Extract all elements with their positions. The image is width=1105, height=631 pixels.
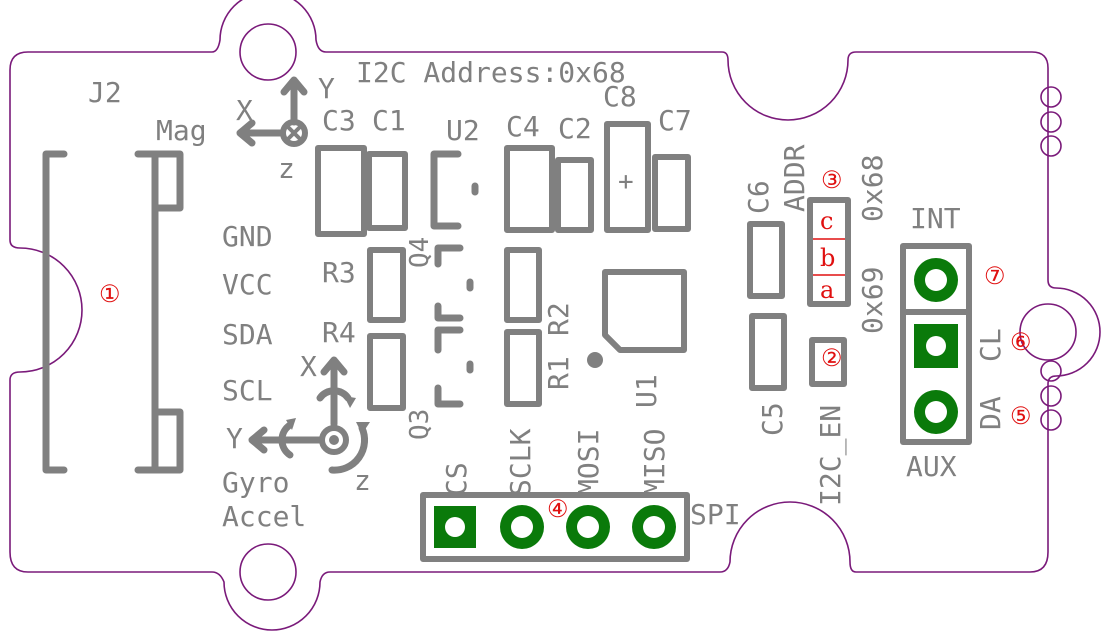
r3-footprint (367, 247, 406, 323)
callout-3: ③ (821, 166, 843, 194)
gyro-label: Gyro (222, 466, 289, 499)
q4-label: Q4 (405, 237, 435, 268)
mount-hole-top (239, 23, 297, 81)
gnd-label: GND (222, 220, 273, 253)
c8-polarity-mark: + (618, 167, 634, 197)
c5-footprint (749, 313, 787, 391)
c4-footprint (504, 145, 555, 233)
callout-1: ① (99, 280, 121, 308)
r2-footprint (504, 247, 542, 323)
q4-footprint (434, 244, 474, 322)
svg-text:②: ② (821, 344, 843, 372)
c6-footprint (747, 221, 785, 299)
j2-label: J2 (88, 76, 122, 109)
u2-label: U2 (446, 114, 480, 147)
c4-label: C4 (506, 110, 540, 143)
mount-hole-right (1019, 303, 1077, 361)
scl-label: SCL (222, 374, 273, 407)
c7-label: C7 (658, 104, 692, 137)
gyro-x-label: X (300, 350, 317, 383)
q3-label: Q3 (405, 409, 435, 440)
cl-pin[interactable] (914, 324, 958, 368)
i2c-address-label: I2C Address:0x68 (356, 56, 626, 89)
c6-label: C6 (742, 180, 775, 214)
da-pin[interactable] (914, 390, 958, 434)
aux-header (900, 243, 972, 445)
c8-label: C8 (603, 80, 637, 113)
vcc-label: VCC (222, 268, 273, 301)
jumper-pad-b[interactable]: b (820, 244, 835, 272)
svg-text:⑥: ⑥ (1010, 328, 1032, 356)
mag-x-label: X (236, 94, 253, 127)
c1-footprint (366, 151, 408, 231)
svg-text:④: ④ (547, 495, 569, 523)
svg-text:①: ① (99, 280, 121, 308)
c1-label: C1 (372, 104, 406, 137)
u2-footprint (430, 150, 479, 230)
r4-label: R4 (322, 316, 356, 349)
cl-label: CL (974, 328, 1007, 362)
spi-pin-label-miso: MISO (638, 429, 671, 496)
c2-footprint (555, 157, 594, 233)
svg-text:⑦: ⑦ (984, 262, 1006, 290)
addr-jumper: c b a (807, 197, 851, 307)
c8-footprint (604, 121, 651, 233)
jumper-pad-a[interactable]: a (820, 276, 834, 304)
svg-text:③: ③ (821, 166, 843, 194)
gyro-y-label: Y (226, 422, 243, 455)
addr-0x68-label: 0x68 (856, 155, 889, 222)
gyro-axis-icon (248, 356, 370, 474)
c2-label: C2 (558, 112, 592, 145)
mag-y-label: Y (318, 72, 335, 105)
r1-label: R1 (542, 356, 575, 390)
callout-5: ⑤ (1010, 402, 1032, 430)
sda-label: SDA (222, 318, 273, 351)
gyro-z-label: z (354, 464, 371, 497)
c3-label: C3 (322, 104, 356, 137)
r1-footprint (504, 329, 542, 407)
aux-label: AUX (906, 450, 957, 483)
spi-header (420, 492, 690, 562)
u1-footprint (587, 269, 687, 368)
c7-footprint (652, 154, 691, 232)
jumper-pad-c[interactable]: c (820, 207, 833, 235)
spi-pin-label-cs: CS (440, 462, 473, 496)
board-outline (9, 0, 1101, 631)
mag-axis-icon (236, 76, 308, 147)
spi-pin-cs[interactable] (434, 506, 476, 548)
svg-text:⑤: ⑤ (1010, 402, 1032, 430)
mount-hole-bottom (239, 543, 297, 601)
i2c-en-jumper[interactable] (809, 337, 847, 387)
i2c-en-label: I2C_EN (814, 405, 848, 506)
int-label: INT (910, 202, 961, 235)
spi-pin-label-sclk: SCLK (504, 428, 537, 496)
spi-pin-label-mosi: MOSI (572, 429, 605, 496)
u1-label: U1 (630, 374, 663, 408)
callout-7: ⑦ (984, 262, 1006, 290)
callout-6: ⑥ (1010, 328, 1032, 356)
spi-pin-miso[interactable] (632, 505, 676, 549)
spi-pin-mosi[interactable] (566, 505, 610, 549)
r2-label: R2 (542, 302, 575, 336)
spi-label: SPI (690, 498, 741, 531)
edge-holes (1040, 86, 1062, 431)
callout-4: ④ (547, 495, 569, 523)
accel-label: Accel (222, 500, 306, 533)
mag-z-label: z (278, 152, 295, 185)
mag-label: Mag (156, 114, 207, 147)
addr-0x69-label: 0x69 (856, 267, 889, 334)
da-label: DA (974, 396, 1007, 430)
c3-footprint (315, 145, 367, 237)
q3-footprint (434, 326, 474, 408)
j2-connector-outline (42, 150, 184, 474)
u1-pin1-dot (587, 352, 603, 368)
addr-label: ADDR (778, 144, 811, 212)
spi-pin-sclk[interactable] (500, 505, 544, 549)
r4-footprint (367, 333, 406, 411)
callout-2: ② (821, 344, 843, 372)
int-pin[interactable] (914, 258, 958, 302)
r3-label: R3 (322, 256, 356, 289)
c5-label: C5 (756, 402, 789, 436)
